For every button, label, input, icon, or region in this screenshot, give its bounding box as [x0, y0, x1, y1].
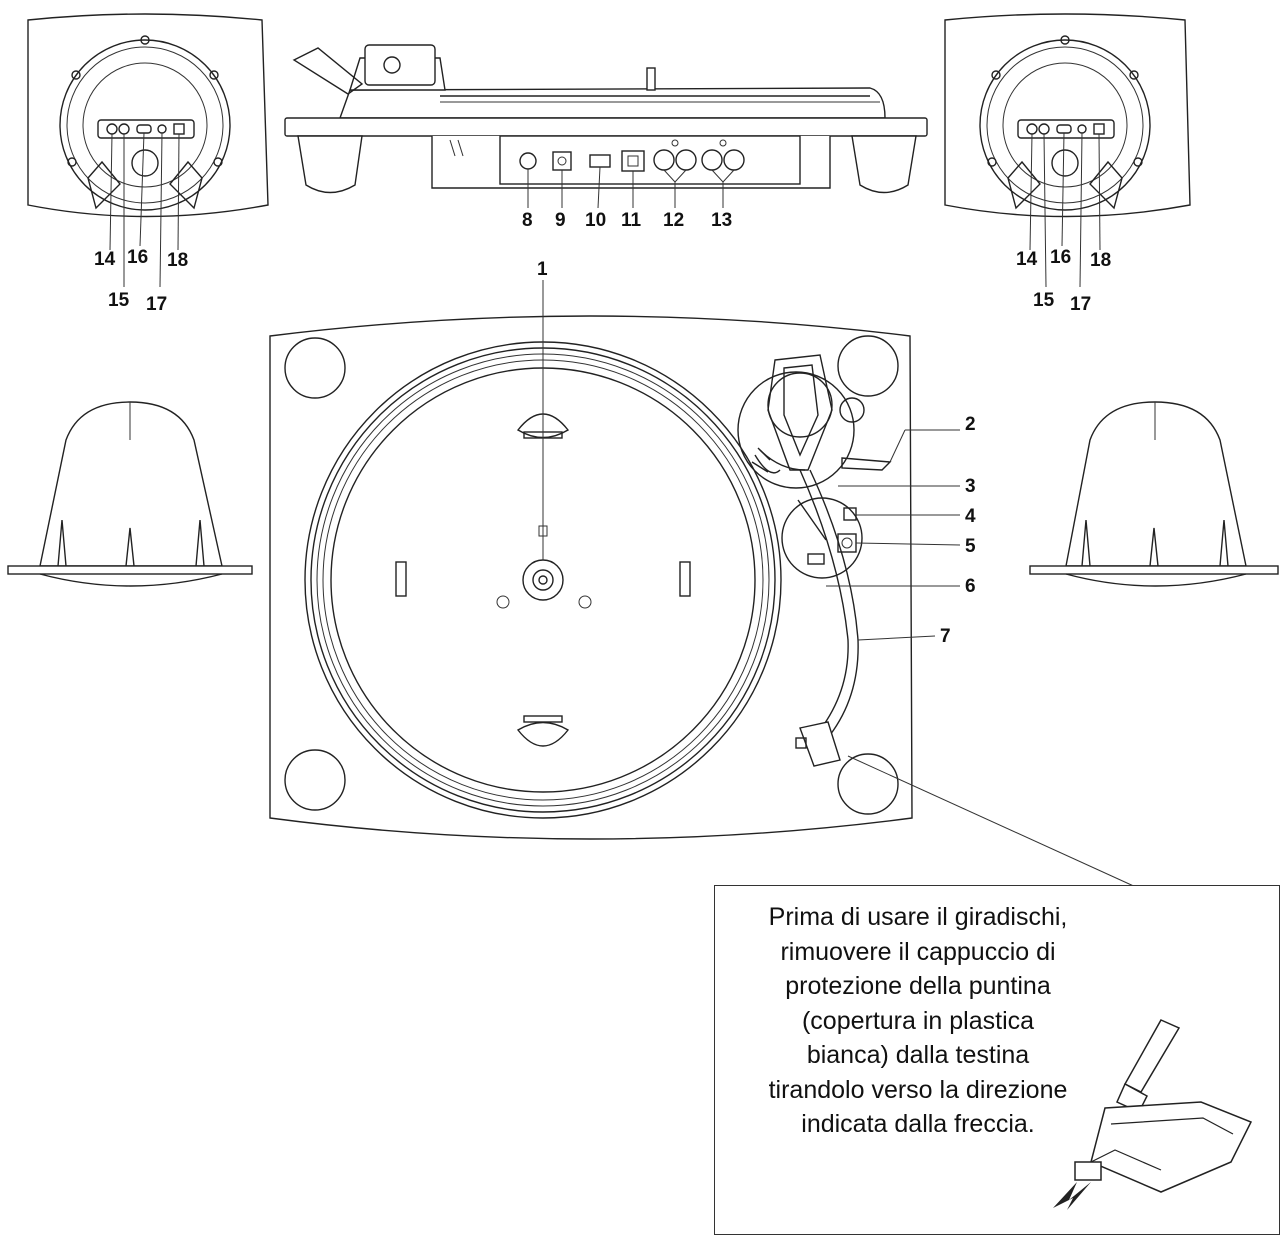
callout-5: 5 [965, 536, 976, 557]
callout-12: 12 [663, 210, 684, 231]
callout-14: 14 [94, 249, 116, 270]
callout-18: 18 [167, 250, 188, 271]
headshell-cartridge-icon [1053, 1019, 1253, 1210]
callout-9: 9 [555, 210, 566, 231]
callout-2: 2 [965, 414, 976, 435]
stylus-cap-notice-box: Prima di usare il giradischi, rimuovere … [714, 885, 1280, 1235]
callout-15: 15 [108, 290, 130, 311]
turntable-rear-view [284, 44, 928, 209]
callout-15-right: 15 [1033, 290, 1055, 311]
turntable-top-view [269, 315, 913, 840]
callout-16: 16 [127, 247, 148, 268]
callout-11: 11 [621, 210, 642, 231]
callout-17: 17 [146, 294, 167, 315]
callout-4: 4 [965, 506, 976, 527]
callout-7: 7 [940, 626, 951, 647]
callout-1: 1 [537, 259, 548, 280]
callout-14-right: 14 [1016, 249, 1038, 270]
right-speaker-rear-view [944, 13, 1191, 288]
right-speaker-side-view [1029, 401, 1279, 587]
callout-16-right: 16 [1050, 247, 1071, 268]
callout-6: 6 [965, 576, 976, 597]
callout-18-right: 18 [1090, 250, 1111, 271]
callout-13: 13 [711, 210, 732, 231]
callout-8: 8 [522, 210, 533, 231]
stylus-cap-notice-text: Prima di usare il giradischi, rimuovere … [768, 903, 1068, 1138]
callout-3: 3 [965, 476, 976, 497]
callout-17-right: 17 [1070, 294, 1091, 315]
left-speaker-rear-view [27, 13, 269, 288]
callout-10: 10 [585, 210, 606, 231]
left-speaker-side-view [7, 401, 253, 587]
